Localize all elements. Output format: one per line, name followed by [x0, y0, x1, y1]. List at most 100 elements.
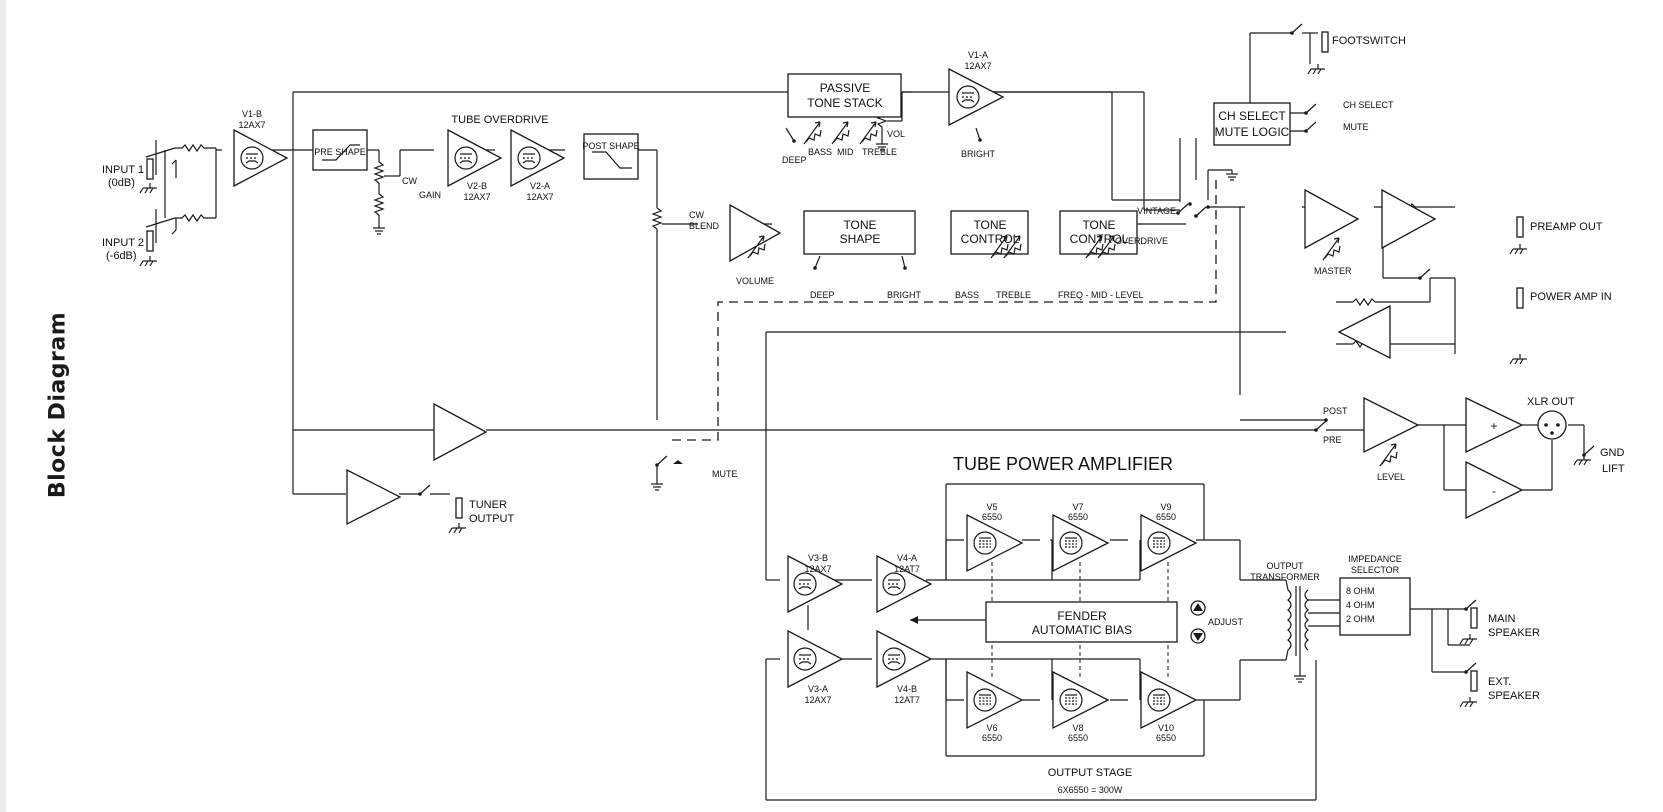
- xlr-plus-label: +: [1490, 419, 1497, 433]
- tube-overdrive-label: TUBE OVERDRIVE: [451, 114, 548, 126]
- impedance-selector-box: [1339, 577, 1411, 636]
- tuner-label: TUNER: [469, 499, 507, 511]
- v3b-stage: [787, 554, 844, 614]
- gnd-label: GND: [1600, 447, 1625, 459]
- passive-tone-stack-box: [787, 73, 902, 118]
- main-speaker-label: MAIN: [1488, 613, 1516, 625]
- bias-subtitle: AUTOMATIC BIAS: [1032, 623, 1132, 637]
- overdrive-label: OVERDRIVE: [1115, 236, 1168, 246]
- input1-label: INPUT 1: [102, 164, 144, 176]
- v2a-type-label: 12AX7: [526, 192, 553, 202]
- ext-speaker-jack: [1470, 670, 1478, 692]
- gain-cw-label: CW: [402, 176, 417, 186]
- tuner-jack: [455, 497, 463, 519]
- preamp-out-label: PREAMP OUT: [1530, 221, 1603, 233]
- tc-treble-label: TREBLE: [996, 290, 1031, 300]
- passive-tone-stack-title: PASSIVE: [820, 81, 870, 95]
- v4b-label: V4-B: [897, 684, 917, 694]
- v1a-stage: [948, 67, 1005, 127]
- pre-shape-label: PRE SHAPE: [314, 147, 366, 157]
- tone-bright-label: BRIGHT: [887, 290, 922, 300]
- v2b-label: V2-B: [467, 181, 487, 191]
- ext-speaker-label: EXT.: [1488, 676, 1511, 688]
- automatic-bias-box: [985, 601, 1178, 643]
- input-jacks: [139, 31, 1595, 708]
- bypass-buffer: [433, 402, 488, 462]
- v5-tube: [966, 513, 1024, 573]
- function-blocks: [312, 73, 1567, 644]
- xlr-out-label: XLR OUT: [1527, 396, 1575, 408]
- output-transformer-label: OUTPUT: [1267, 561, 1305, 571]
- amplifier-stages: [233, 67, 1524, 730]
- master-label: MASTER: [1314, 266, 1352, 276]
- v3b-label: V3-B: [808, 553, 828, 563]
- volume-stage: [729, 203, 782, 263]
- vol-label: VOL: [887, 129, 905, 139]
- v2a-stage: [510, 128, 566, 188]
- power-amp-in-jack: [1516, 287, 1524, 309]
- output-transformer-sublabel: TRANSFORMER: [1250, 572, 1320, 582]
- ohm8-label: 8 OHM: [1346, 586, 1375, 596]
- mute-logic-title: MUTE LOGIC: [1215, 125, 1290, 139]
- passive-bass-label: BASS: [808, 147, 832, 157]
- v1b-type-label: 12AX7: [238, 120, 265, 130]
- passive-tone-stack-subtitle: TONE STACK: [807, 96, 883, 110]
- v1a-type-label: 12AX7: [964, 61, 991, 71]
- diagram-labels: INPUT 1 (0dB) INPUT 2 (-6dB) V1-B 12AX7 …: [102, 35, 1625, 795]
- volume-label: VOLUME: [736, 276, 774, 286]
- tone-control2-subtitle: CONTROL: [1070, 232, 1129, 246]
- power-amp-in-label: POWER AMP IN: [1530, 291, 1612, 303]
- main-speaker-sublabel: SPEAKER: [1488, 627, 1540, 639]
- v4a-label: V4-A: [897, 553, 917, 563]
- input1-gain-label: (0dB): [108, 177, 135, 189]
- impedance-label: IMPEDANCE: [1348, 554, 1402, 564]
- pre-shape-box: [312, 129, 368, 171]
- v5-type-label: 6550: [982, 512, 1002, 522]
- level-label: LEVEL: [1377, 472, 1405, 482]
- ohm4-label: 4 OHM: [1346, 600, 1375, 610]
- v7-label: V7: [1072, 502, 1083, 512]
- passive-mid-label: MID: [837, 147, 854, 157]
- preamp-out-jack: [1516, 216, 1524, 238]
- v7-tube: [1052, 513, 1110, 573]
- v4b-stage: [876, 629, 933, 689]
- v6-tube: [966, 670, 1024, 730]
- tuner-buffer: [346, 468, 402, 526]
- blend-label: BLEND: [689, 221, 720, 231]
- v3a-label: V3-A: [808, 684, 828, 694]
- mute-label: MUTE: [712, 469, 738, 479]
- v3a-type-label: 12AX7: [804, 695, 831, 705]
- input2-jack: [146, 230, 154, 252]
- v6-label: V6: [986, 723, 997, 733]
- output-stage-label: OUTPUT STAGE: [1048, 767, 1133, 779]
- v5-label: V5: [986, 502, 997, 512]
- blend-cw-label: CW: [689, 210, 704, 220]
- tone-control1-box: [950, 210, 1029, 255]
- v4a-stage: [876, 554, 933, 614]
- v10-type-label: 6550: [1156, 733, 1176, 743]
- level-stage: [1363, 396, 1420, 454]
- tone-control1-title: TONE: [973, 218, 1006, 232]
- xlr-minus-label: -: [1492, 484, 1496, 498]
- v1b-stage: [233, 128, 289, 188]
- tone-shape-title: TONE: [843, 218, 876, 232]
- xlr-plus-driver: [1465, 396, 1524, 454]
- tone-shape-box: [803, 210, 916, 255]
- v9-label: V9: [1160, 502, 1171, 512]
- tone-control2-box: [1059, 210, 1138, 255]
- input1-jack: [146, 158, 154, 180]
- passive-deep-label: DEEP: [782, 155, 807, 165]
- v8-label: V8: [1072, 723, 1083, 733]
- input2-gain-label: (-6dB): [106, 250, 137, 262]
- v1b-label: V1-B: [242, 109, 262, 119]
- return-buffer: [1337, 304, 1391, 360]
- passive-treble-label: TREBLE: [862, 147, 897, 157]
- post-label: POST: [1323, 406, 1348, 416]
- v9-type-label: 6550: [1156, 512, 1176, 522]
- v7-type-label: 6550: [1068, 512, 1088, 522]
- gain-label: GAIN: [419, 190, 441, 200]
- ch-select-mute-logic-box: [1213, 102, 1291, 146]
- v4b-type-label: 12AT7: [894, 695, 920, 705]
- tuner-output-label: OUTPUT: [469, 513, 515, 525]
